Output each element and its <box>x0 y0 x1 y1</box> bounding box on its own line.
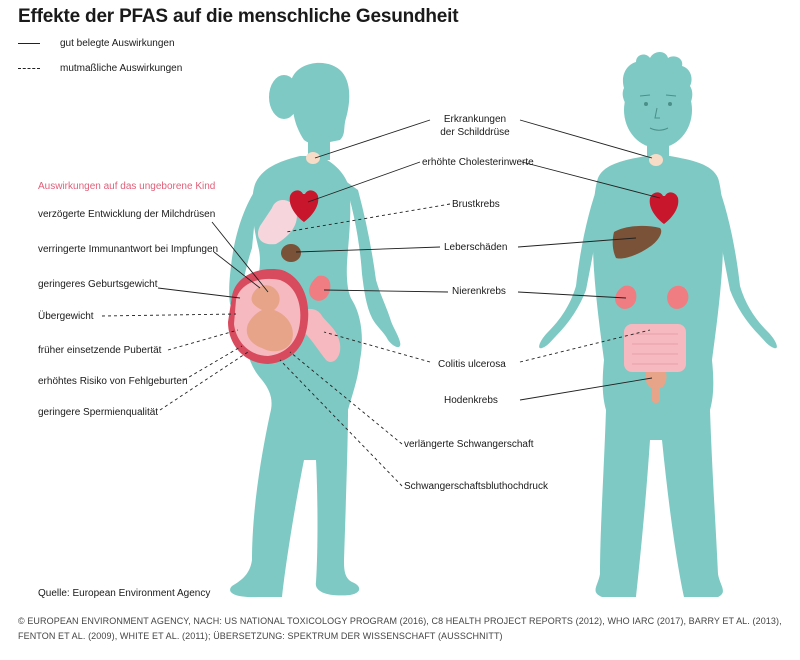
leader-lines <box>101 119 661 487</box>
legend-solid: gut belegte Auswirkungen <box>18 38 175 49</box>
line-thyroid-woman <box>314 119 431 159</box>
label-thyroid-line1: Erkrankungen <box>443 114 507 125</box>
label-immune-response: verringerte Immunantwort bei Impfungen <box>38 244 219 255</box>
page-title: Effekte der PFAS auf die menschliche Ges… <box>18 6 459 27</box>
woman-head <box>291 62 350 145</box>
legend-dashed-label: mutmaßliche Auswirkungen <box>60 63 183 74</box>
woman-breast <box>257 199 297 245</box>
label-thyroid: Erkrankungen der Schilddrüse <box>430 113 520 139</box>
line-breast <box>285 203 451 233</box>
legend-solid-swatch <box>18 43 40 44</box>
man-eye-left <box>644 102 648 106</box>
man-left-arm <box>539 180 606 349</box>
label-overweight: Übergewicht <box>38 311 94 322</box>
label-colitis: Colitis ulcerosa <box>438 359 506 370</box>
man-face <box>639 94 677 131</box>
man-organs <box>612 154 689 403</box>
woman-liver <box>281 244 301 262</box>
man-head <box>624 72 692 148</box>
woman-thyroid <box>306 152 320 164</box>
line-puberty <box>167 329 239 351</box>
line-colitis-woman <box>323 331 431 363</box>
man-kidney-right <box>667 285 689 309</box>
man-intestine <box>624 324 686 372</box>
woman-kidney <box>309 275 331 301</box>
woman-left-arm <box>229 186 258 307</box>
unborn-section-heading: Auswirkungen auf das ungeborene Kind <box>38 181 216 192</box>
man-liver <box>612 225 662 259</box>
line-cholesterol-woman <box>307 161 421 203</box>
line-hypertension <box>279 359 403 487</box>
man-heart <box>649 192 679 224</box>
credits: © EUROPEAN ENVIRONMENT AGENCY, NACH: US … <box>18 614 788 644</box>
man-nose <box>654 107 660 119</box>
man-brow-right <box>665 94 677 97</box>
line-miscarriage <box>183 345 243 381</box>
man-testes <box>645 372 667 403</box>
woman-right-arm <box>344 180 401 348</box>
credits-line-1: © EUROPEAN ENVIRONMENT AGENCY, NACH: US … <box>18 616 782 626</box>
line-liver-woman <box>295 246 441 253</box>
line-immune <box>213 251 261 289</box>
line-kidney-man <box>517 291 627 299</box>
label-sperm-quality: geringere Spermienqualität <box>38 407 159 418</box>
label-cholesterol: erhöhte Cholesterinwerte <box>422 157 534 168</box>
line-liver-man <box>517 237 637 248</box>
label-breast-cancer: Brustkrebs <box>452 199 500 210</box>
line-overweight <box>101 313 237 317</box>
man-kidney-left <box>615 285 637 309</box>
woman-intestine <box>297 308 341 363</box>
woman-hair-bun <box>269 75 299 119</box>
line-cholesterol-man <box>521 161 661 199</box>
man-brow-left <box>639 94 651 97</box>
line-pregnancy <box>289 351 403 445</box>
legend-dashed: mutmaßliche Auswirkungen <box>18 63 182 74</box>
label-thyroid-line2: der Schilddrüse <box>440 127 510 138</box>
line-thyroid-man <box>519 119 653 159</box>
line-colitis-man <box>519 329 651 363</box>
label-liver-damage: Leberschäden <box>444 242 508 253</box>
man-thyroid <box>649 154 663 166</box>
line-milk <box>211 221 269 293</box>
label-testicular-cancer: Hodenkrebs <box>444 395 498 406</box>
source-note: Quelle: European Environment Agency <box>38 588 211 599</box>
man-intestine-folds <box>632 333 678 365</box>
label-miscarriage: erhöhtes Risiko von Fehlgeburten <box>38 376 188 387</box>
legend-solid-label: gut belegte Auswirkungen <box>60 38 175 49</box>
woman-heart <box>289 190 319 222</box>
line-birthweight <box>157 287 241 299</box>
line-testicular <box>519 377 653 401</box>
line-kidney-woman <box>323 289 449 293</box>
label-prolonged-pregnancy: verlängerte Schwangerschaft <box>404 439 534 450</box>
label-milk-glands: verzögerte Entwicklung der Milchdrüsen <box>38 209 216 220</box>
credits-line-2: FENTON ET AL. (2009), WHITE ET AL. (2011… <box>18 631 503 641</box>
label-birth-weight: geringeres Geburtsgewicht <box>38 279 158 290</box>
man-mouth <box>649 127 669 131</box>
man-right-arm <box>710 180 777 349</box>
label-early-puberty: früher einsetzende Pubertät <box>38 345 162 356</box>
label-kidney-cancer: Nierenkrebs <box>452 286 506 297</box>
fetus <box>246 285 293 352</box>
legend-dashed-swatch <box>18 68 40 69</box>
man-eye-right <box>668 102 672 106</box>
label-pregnancy-hypertension: Schwangerschaftsbluthochdruck <box>404 481 548 492</box>
woman-organs <box>228 152 341 364</box>
